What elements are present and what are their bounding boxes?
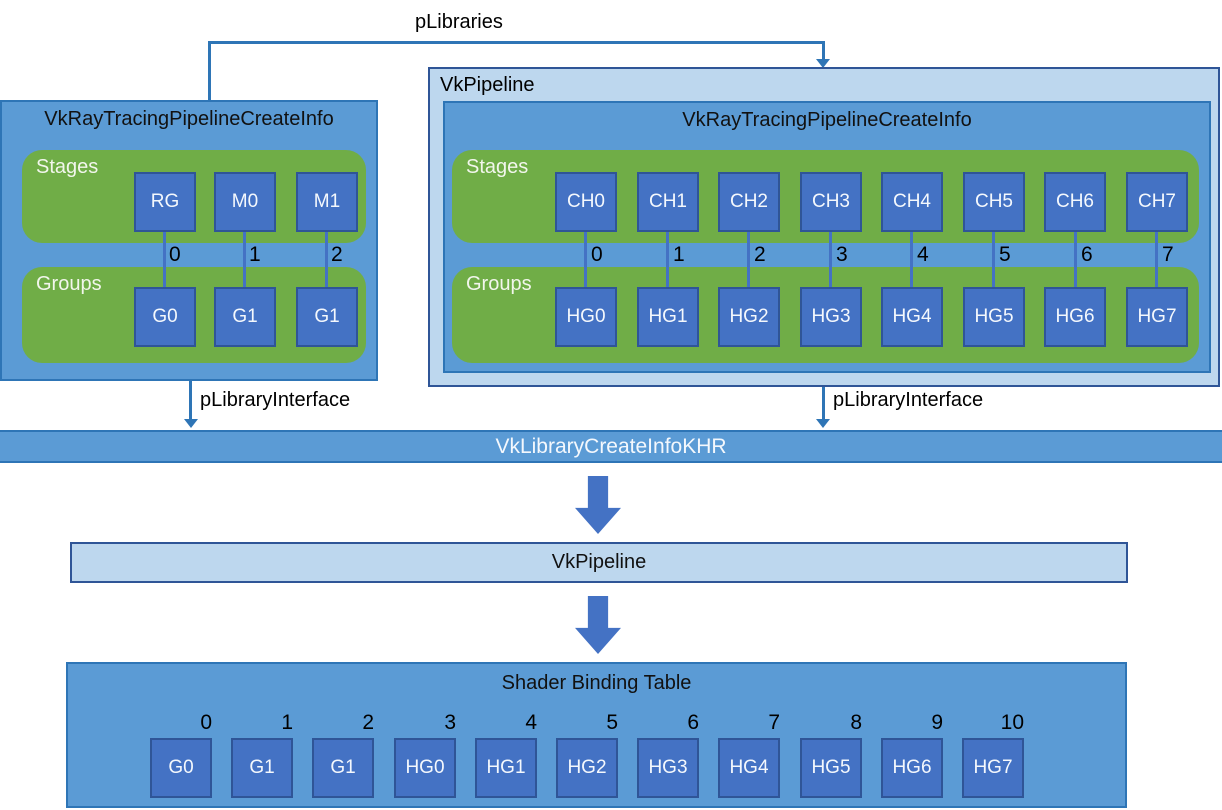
down-block-arrow-icon [575, 596, 621, 654]
sbt-index: 0 [200, 711, 212, 734]
stage-index: 7 [1162, 243, 1174, 266]
sbt-index: 6 [687, 711, 699, 734]
library-createinfo-box: VkRayTracingPipelineCreateInfo Stages RG… [0, 100, 378, 381]
plibraries-label: pLibraries [415, 11, 503, 33]
sbt-entry-square: HG7 [962, 738, 1024, 798]
stage-index: 0 [591, 243, 603, 266]
group-square: HG2 [718, 287, 780, 347]
stage-group-link [243, 232, 246, 287]
plibraries-line-right [822, 41, 825, 62]
plibraries-line-horizontal [208, 41, 825, 44]
plibraries-line-left [208, 41, 211, 101]
plibrary-interface-right-line [822, 387, 825, 421]
stage-index: 6 [1081, 243, 1093, 266]
stage-group-link [910, 232, 913, 287]
plibraries-arrowhead-icon [816, 59, 830, 68]
shader-binding-table-title: Shader Binding Table [501, 672, 692, 694]
sbt-index: 4 [525, 711, 537, 734]
stage-index: 5 [999, 243, 1011, 266]
sbt-entry-square: HG4 [718, 738, 780, 798]
group-square: HG3 [800, 287, 862, 347]
stage-square: M0 [214, 172, 276, 232]
sbt-index: 7 [768, 711, 780, 734]
group-square: HG6 [1044, 287, 1106, 347]
plibrary-interface-left-line [189, 381, 192, 421]
group-square: HG1 [637, 287, 699, 347]
sbt-entry-square: HG6 [881, 738, 943, 798]
stage-group-link [992, 232, 995, 287]
plibrary-interface-right-label: pLibraryInterface [833, 389, 984, 411]
stage-index: 0 [169, 243, 181, 266]
stage-index: 1 [673, 243, 685, 266]
sbt-entry-square: G1 [231, 738, 293, 798]
stage-group-link [666, 232, 669, 287]
sbt-index: 5 [606, 711, 618, 734]
library-createinfo-title: VkRayTracingPipelineCreateInfo [44, 108, 334, 130]
vkpipeline-container-label: VkPipeline [440, 74, 535, 96]
stage-square: CH6 [1044, 172, 1106, 232]
sbt-entry-square: HG3 [637, 738, 699, 798]
group-square: HG7 [1126, 287, 1188, 347]
stage-index: 2 [331, 243, 343, 266]
main-groups-box: Groups HG0 HG1 HG2 HG3 HG4 HG5 HG6 HG7 [452, 267, 1199, 363]
main-stages-label: Stages [466, 156, 529, 178]
plibrary-interface-right-arrowhead-icon [816, 419, 830, 428]
stage-group-link [163, 232, 166, 287]
sbt-entry-square: G0 [150, 738, 212, 798]
stage-square: CH5 [963, 172, 1025, 232]
sbt-entry-square: HG1 [475, 738, 537, 798]
library-stages-box: Stages RG M0 M1 [22, 150, 366, 243]
sbt-entry-square: HG2 [556, 738, 618, 798]
library-stages-label: Stages [36, 156, 99, 178]
sbt-index: 10 [1000, 711, 1024, 734]
stage-square: CH4 [881, 172, 943, 232]
vkpipeline-container-box: VkPipeline VkRayTracingPipelineCreateInf… [428, 67, 1220, 387]
vkpipeline-result-bar: VkPipeline [70, 542, 1128, 583]
stage-group-link [747, 232, 750, 287]
shader-binding-table-box: Shader Binding Table 0 1 2 3 4 5 6 7 8 9… [66, 662, 1127, 808]
stage-square: CH0 [555, 172, 617, 232]
stage-index: 3 [836, 243, 848, 266]
stage-group-link [829, 232, 832, 287]
group-square: G1 [296, 287, 358, 347]
plibrary-interface-left-arrowhead-icon [184, 419, 198, 428]
group-square: HG4 [881, 287, 943, 347]
sbt-index: 9 [931, 711, 943, 734]
sbt-entry-square: HG0 [394, 738, 456, 798]
stage-index: 1 [249, 243, 261, 266]
group-square: G1 [214, 287, 276, 347]
stage-square: M1 [296, 172, 358, 232]
library-createinfo-khr-bar: VkLibraryCreateInfoKHR [0, 430, 1222, 463]
group-square: HG5 [963, 287, 1025, 347]
library-groups-box: Groups G0 G1 G1 [22, 267, 366, 363]
stage-index: 2 [754, 243, 766, 266]
sbt-index: 8 [850, 711, 862, 734]
stage-square: CH3 [800, 172, 862, 232]
main-createinfo-box: VkRayTracingPipelineCreateInfo Stages CH… [443, 101, 1211, 373]
library-groups-label: Groups [36, 273, 102, 295]
stage-index: 4 [917, 243, 929, 266]
sbt-index: 3 [444, 711, 456, 734]
stage-group-link [325, 232, 328, 287]
sbt-entry-square: G1 [312, 738, 374, 798]
main-groups-label: Groups [466, 273, 532, 295]
main-stages-box: Stages CH0 CH1 CH2 CH3 CH4 CH5 CH6 CH7 [452, 150, 1199, 243]
down-block-arrow-icon [575, 476, 621, 534]
group-square: G0 [134, 287, 196, 347]
group-square: HG0 [555, 287, 617, 347]
sbt-index: 2 [362, 711, 374, 734]
stage-square: RG [134, 172, 196, 232]
main-createinfo-title: VkRayTracingPipelineCreateInfo [682, 109, 972, 131]
plibrary-interface-left-label: pLibraryInterface [200, 389, 351, 411]
stage-square: CH1 [637, 172, 699, 232]
stage-group-link [1074, 232, 1077, 287]
stage-group-link [584, 232, 587, 287]
stage-square: CH2 [718, 172, 780, 232]
sbt-index: 1 [281, 711, 293, 734]
stage-group-link [1155, 232, 1158, 287]
sbt-entry-square: HG5 [800, 738, 862, 798]
stage-square: CH7 [1126, 172, 1188, 232]
